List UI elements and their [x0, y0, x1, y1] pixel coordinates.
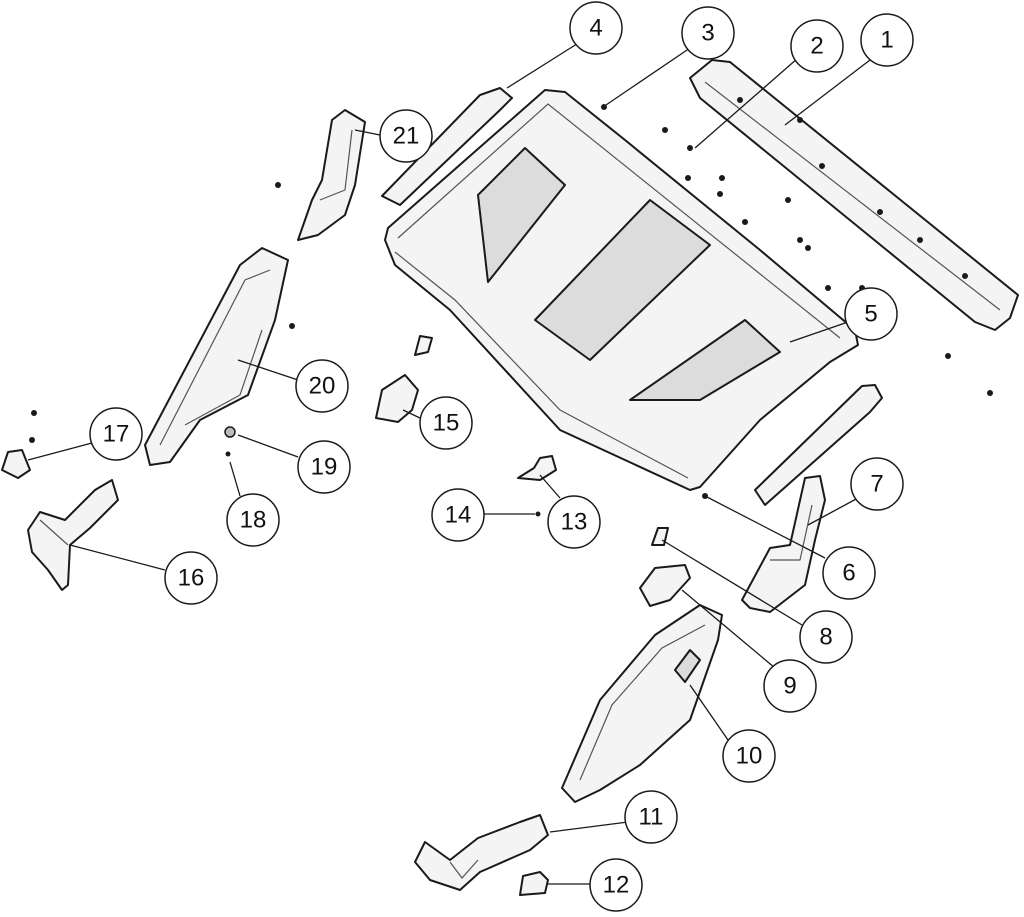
- part-6-right-bracket: [741, 475, 826, 613]
- callout-9: 9: [763, 659, 817, 713]
- callout-16: 16: [164, 551, 218, 605]
- svg-text:2: 2: [810, 33, 823, 60]
- leader-lines: [27, 41, 871, 885]
- svg-text:18: 18: [240, 507, 267, 534]
- callout-15: 15: [419, 396, 473, 450]
- part-12-small-clip: [519, 871, 549, 896]
- svg-text:17: 17: [103, 421, 130, 448]
- callout-17: 17: [89, 407, 143, 461]
- callout-2: 2: [790, 19, 844, 73]
- svg-text:5: 5: [864, 301, 877, 328]
- svg-text:14: 14: [445, 502, 472, 529]
- svg-text:9: 9: [783, 673, 796, 700]
- part-11-lower-bracket: [414, 814, 549, 891]
- svg-text:13: 13: [561, 509, 588, 536]
- svg-text:20: 20: [309, 373, 336, 400]
- svg-text:21: 21: [393, 123, 420, 150]
- callout-21: 21: [379, 109, 433, 163]
- part-7-right-strip: [754, 384, 883, 506]
- callout-18: 18: [226, 493, 280, 547]
- part-20-left-pillar: [144, 247, 289, 466]
- svg-text:19: 19: [311, 454, 338, 481]
- callout-8: 8: [799, 610, 853, 664]
- svg-text:3: 3: [701, 20, 714, 47]
- callout-10: 10: [722, 729, 776, 783]
- part-10-lower-pillar: [561, 604, 723, 803]
- callout-4: 4: [569, 1, 623, 55]
- part-13-clip: [517, 455, 557, 481]
- part-17-small-clip: [1, 449, 31, 479]
- part-9-bracket: [639, 564, 691, 607]
- svg-text:6: 6: [842, 560, 855, 587]
- callout-13: 13: [547, 495, 601, 549]
- part-4-front-strip: [381, 87, 513, 206]
- callout-7: 7: [850, 457, 904, 511]
- svg-text:16: 16: [178, 565, 205, 592]
- hardware-fasteners: [29, 104, 993, 517]
- svg-text:4: 4: [589, 15, 602, 42]
- callout-14: 14: [431, 488, 485, 542]
- svg-text:11: 11: [639, 804, 664, 831]
- part-5-roof-panel: [384, 89, 859, 491]
- part-1-rear-rail: [689, 59, 1019, 331]
- svg-text:15: 15: [433, 410, 460, 437]
- callout-3: 3: [681, 6, 735, 60]
- callout-5: 5: [844, 287, 898, 341]
- part-16-left-lower-bracket: [27, 479, 119, 591]
- svg-text:1: 1: [880, 27, 893, 54]
- svg-text:10: 10: [736, 743, 763, 770]
- callout-19: 19: [297, 440, 351, 494]
- callout-11: 11: [624, 790, 678, 844]
- callout-6: 6: [822, 546, 876, 600]
- part-15-bracket: [375, 335, 433, 423]
- callout-1: 1: [860, 13, 914, 67]
- svg-text:12: 12: [603, 872, 630, 899]
- callout-20: 20: [295, 359, 349, 413]
- svg-text:8: 8: [819, 624, 832, 651]
- callout-12: 12: [589, 858, 643, 912]
- part-21-upper-bracket: [297, 109, 366, 241]
- svg-text:7: 7: [870, 471, 883, 498]
